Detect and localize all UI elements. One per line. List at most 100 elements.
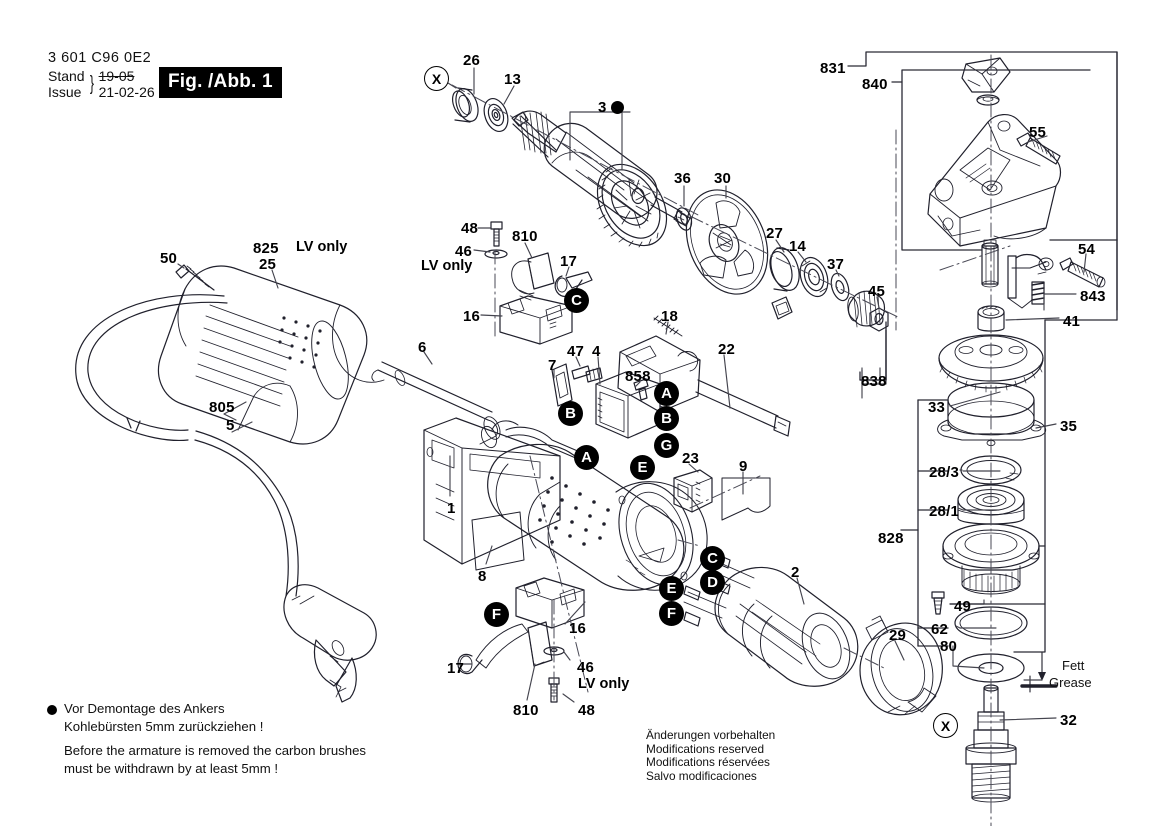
part-17-clip-bottom <box>457 623 529 675</box>
callout-bD: D <box>700 570 725 595</box>
callout-bC1: C <box>564 288 589 313</box>
callout-bG: G <box>654 433 679 458</box>
callout-p281: 28/1 <box>929 503 959 520</box>
callout-bA1: A <box>654 381 679 406</box>
callout-p35: 35 <box>1060 418 1078 435</box>
part-54-screw <box>1059 257 1106 288</box>
callout-p62: 62 <box>931 621 949 638</box>
callout-p16a: 16 <box>463 308 481 325</box>
lv-only-marker-lv-top: LV only <box>296 239 348 255</box>
lv-only-marker-lv-bottom: LV only <box>578 676 630 692</box>
part-27-ring <box>769 247 800 292</box>
callout-p17b: 17 <box>447 660 465 677</box>
leader-lines <box>177 67 1087 721</box>
grease-symbol <box>1020 651 1058 693</box>
callout-p1: 1 <box>447 500 456 517</box>
small-key-part <box>771 296 793 320</box>
callout-bF2: F <box>484 602 509 627</box>
part-810-brush-top <box>511 252 555 301</box>
part-36-washer <box>675 207 693 231</box>
callout-p825: 825 <box>253 240 279 257</box>
callout-p5: 5 <box>226 417 235 434</box>
part-37-washer <box>830 272 850 302</box>
centre-lines <box>451 54 1011 826</box>
part-26-ring <box>451 87 479 123</box>
part-858-screw <box>633 378 649 401</box>
part-46-washer-top <box>484 249 508 259</box>
issue-label: Issue <box>48 83 82 100</box>
part-2-stator <box>683 553 859 687</box>
part-13-bearing <box>483 97 509 133</box>
stand-label: Stand <box>48 68 85 84</box>
callout-p80: 80 <box>940 638 958 655</box>
callout-bF1: F <box>659 601 684 626</box>
disclaimer-fr: Modifications réservées <box>646 755 770 770</box>
part-7-plate <box>551 363 573 407</box>
cord-and-rear-housing <box>75 264 501 703</box>
part-838-pinion <box>847 290 886 328</box>
callout-p858: 858 <box>625 368 651 385</box>
document-header: 3 601 C96 0E2 Stand } 19-05 Issue 21-02-… <box>48 50 155 100</box>
callout-p838: 838 <box>861 373 887 390</box>
callout-p810b: 810 <box>513 702 539 719</box>
callout-p8: 8 <box>478 568 487 585</box>
callout-p23: 23 <box>682 450 700 467</box>
part-16-holder-bottom <box>515 577 585 629</box>
part-18-22-lever <box>617 315 791 437</box>
callout-p50: 50 <box>160 250 178 267</box>
callout-p30: 30 <box>714 170 732 187</box>
lv-only-marker-lv-left: LV only <box>421 258 473 274</box>
callout-p33: 33 <box>928 399 946 416</box>
part-29-guard <box>859 615 943 716</box>
callout-p46b: 46 <box>577 659 595 676</box>
spring-washer-part <box>976 94 1000 106</box>
part-55-screw <box>1016 132 1061 165</box>
gear-head-assembly <box>927 57 1106 393</box>
callout-p6: 6 <box>418 339 427 356</box>
callout-p49: 49 <box>954 598 972 615</box>
front-flange <box>615 481 708 591</box>
callout-p48b: 48 <box>578 702 596 719</box>
disclaimer-es: Salvo modificaciones <box>646 768 757 783</box>
note-german: Vor Demontage des Ankers Kohlebürsten 5m… <box>64 700 263 735</box>
part-32-spindle <box>965 684 1017 803</box>
part-843-spring <box>1031 281 1045 305</box>
disclaimer-en: Modifications reserved <box>646 741 765 756</box>
callout-p22: 22 <box>718 341 736 358</box>
part-840-clip <box>961 57 1011 93</box>
callout-bE2: E <box>659 576 684 601</box>
note-german-line-2: Kohlebürsten 5mm zurückziehen ! <box>64 718 264 734</box>
part-35-flange <box>937 382 1047 447</box>
issue-value: 21-02-26 <box>98 83 155 100</box>
callout-bE1: E <box>630 455 655 480</box>
callout-p9: 9 <box>739 458 748 475</box>
callout-p45: 45 <box>868 283 886 300</box>
armature-assembly <box>451 87 691 248</box>
callout-p17a: 17 <box>560 253 578 270</box>
callout-p14: 14 <box>789 238 807 255</box>
figure-tag: Fig. /Abb. 1 <box>159 67 282 98</box>
callout-p55: 55 <box>1029 124 1047 141</box>
part-14-bearing <box>799 256 829 298</box>
part-48-screw-top <box>490 221 503 247</box>
bearing-flange-stack <box>931 382 1047 803</box>
bevel-gear-part <box>938 334 1044 393</box>
grease-label-en: Grease <box>1049 675 1092 690</box>
callout-p13: 13 <box>504 71 522 88</box>
brush-holder-group-top <box>484 221 593 345</box>
callout-p25: 25 <box>259 256 277 273</box>
callout-x1: X <box>424 66 449 91</box>
callout-bA2: A <box>574 445 599 470</box>
disclaimer-block: Änderungen vorbehalten Modifications res… <box>646 728 775 783</box>
part-25-housing <box>157 265 385 445</box>
note-german-line-1: Vor Demontage des Ankers <box>64 701 225 716</box>
callout-p4: 4 <box>592 343 601 360</box>
part-23-block <box>673 469 713 513</box>
callout-bB2: B <box>558 401 583 426</box>
stand-value: 19-05 <box>98 68 135 84</box>
note-bullet-icon <box>47 705 57 715</box>
part-30-fan <box>685 189 769 295</box>
part-831-gear-head <box>927 114 1062 247</box>
